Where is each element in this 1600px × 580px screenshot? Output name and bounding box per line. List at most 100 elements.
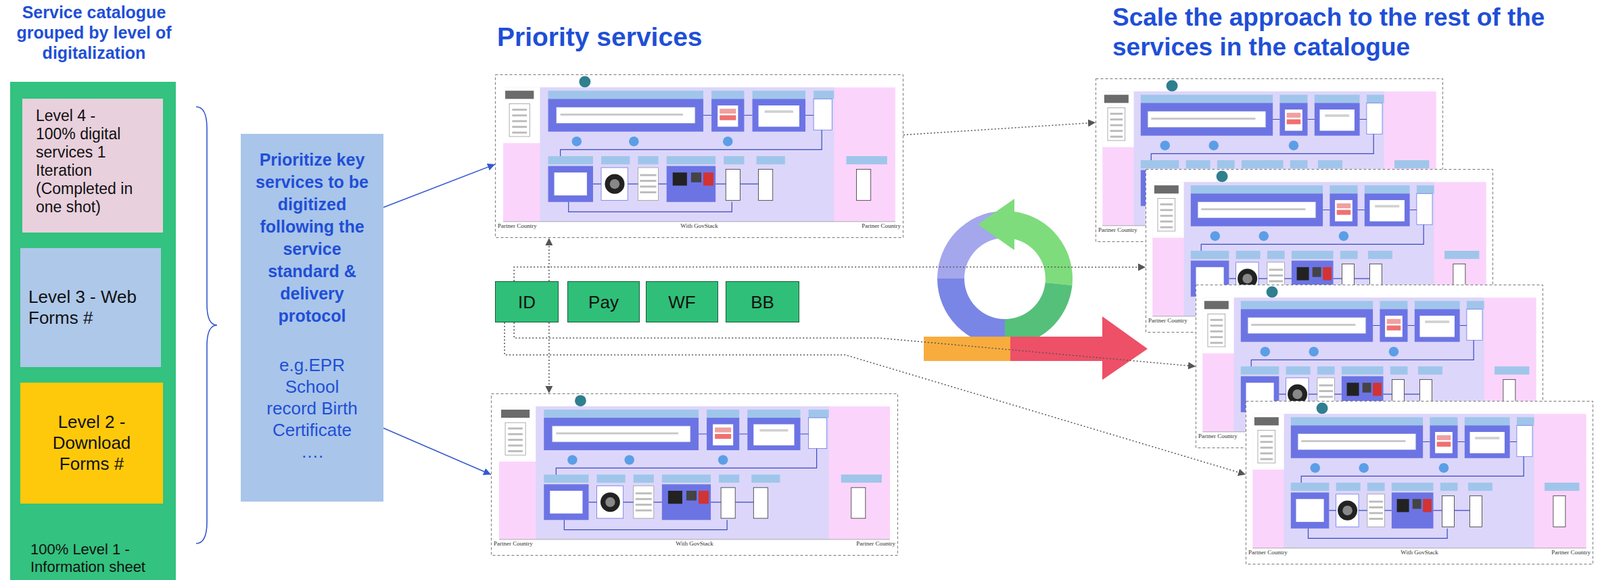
blueprint-shape — [1260, 446, 1274, 450]
blueprint-shape — [1150, 117, 1256, 120]
blueprint-shape — [601, 167, 628, 201]
level-box: Level 4 - 100% digital services 1 Iterat… — [22, 98, 163, 233]
blueprint-shape — [1314, 102, 1360, 136]
blueprint-shape — [1364, 185, 1410, 194]
blueprint-shape — [1197, 201, 1316, 218]
blueprint-shape — [1201, 208, 1306, 211]
blueprint-shape — [1297, 433, 1417, 450]
blueprint-shape — [1384, 315, 1403, 337]
blueprint-shape — [1110, 118, 1124, 121]
blueprint-shape — [851, 487, 866, 519]
blueprint-shape — [633, 486, 654, 519]
blueprint-shape — [1279, 94, 1308, 103]
box-text: Level 2 - Download Forms # — [20, 411, 163, 475]
service-blueprint: Partner CountryWith GovStackPartner Coun… — [495, 74, 904, 239]
blueprint-shape — [1297, 267, 1310, 280]
blueprint-shape — [1494, 366, 1529, 375]
blueprint-rule — [503, 221, 896, 222]
blueprint-shape — [1251, 323, 1356, 326]
blueprint-shape — [1474, 436, 1500, 440]
blueprint-shape — [1444, 250, 1479, 260]
blueprint-flow — [560, 115, 823, 157]
blueprint-shape — [1341, 366, 1384, 375]
blueprint-shape — [1429, 417, 1458, 426]
blueprint-shape — [698, 490, 709, 504]
box-text: Pay — [568, 292, 640, 313]
blueprint-shape — [1420, 315, 1455, 337]
section-heading: Scale the approach to the rest of the se… — [1112, 2, 1596, 63]
blueprint-dot — [1166, 79, 1179, 92]
footer-text: Partner Country — [493, 540, 533, 548]
blueprint-shape — [507, 444, 523, 447]
blueprint-frame — [495, 75, 904, 239]
blueprint-shape — [1279, 102, 1308, 136]
blueprint-shape — [813, 98, 832, 130]
blueprint-shape — [635, 509, 652, 512]
blueprint-shape — [719, 115, 736, 121]
blueprint-shape — [1329, 193, 1358, 226]
blueprint-shape — [1286, 112, 1302, 118]
cycle-arrowhead — [977, 198, 1015, 251]
blueprint-dot — [1216, 170, 1229, 182]
blueprint-shape — [1379, 300, 1408, 310]
blueprint-shape — [505, 422, 526, 456]
blueprint-illustration — [490, 393, 899, 556]
blueprint-shape — [1340, 250, 1358, 260]
blueprint-flow — [555, 434, 817, 475]
blueprint-shape — [1290, 160, 1308, 169]
blueprint-shape — [1160, 208, 1174, 211]
blueprint-shape — [1466, 309, 1483, 341]
blueprint-shape — [1336, 494, 1359, 527]
blueprint-shape — [551, 426, 691, 443]
blueprint-dot — [1242, 273, 1253, 285]
blueprint-shape — [507, 450, 523, 453]
blueprint-shape — [1318, 396, 1333, 399]
blueprint-dot — [605, 497, 615, 508]
blueprint-shape — [1210, 330, 1224, 333]
box-text: Prioritize key services to be digitized … — [240, 148, 384, 328]
blueprint-shape — [1160, 220, 1174, 223]
blueprint-shape — [1416, 185, 1435, 194]
blueprint-shape — [662, 484, 711, 521]
blueprint-shape — [511, 131, 527, 134]
blueprint-shape — [1147, 110, 1266, 128]
blueprint-shape — [747, 409, 800, 418]
box-text: e.g.EPR School record Birth Certificate … — [240, 354, 384, 463]
blueprint-dot — [604, 174, 625, 195]
blueprint-shape — [1110, 129, 1124, 132]
box-text: WF — [646, 292, 718, 313]
blueprint-shape — [1318, 390, 1333, 393]
building-block: ID — [495, 281, 559, 323]
blueprint-shape — [672, 172, 688, 186]
blueprint-shape — [752, 98, 807, 132]
blueprint-shape — [543, 417, 699, 451]
blueprint-shape — [1190, 250, 1230, 260]
building-block: Pay — [567, 281, 640, 323]
blueprint-shape — [764, 110, 794, 113]
footer-text: Partner Country — [1551, 549, 1591, 557]
blueprint-shape — [1260, 440, 1274, 443]
blueprint-shape — [1391, 482, 1434, 491]
blueprint-shape — [1368, 512, 1383, 515]
building-block: BB — [725, 281, 800, 323]
blueprint-shape — [556, 106, 696, 124]
blueprint-shape — [1318, 160, 1343, 169]
blueprint-shape — [548, 90, 704, 99]
blueprint-shape — [1391, 492, 1434, 529]
blueprint-shape — [1210, 336, 1224, 339]
blueprint-illustration — [495, 74, 904, 239]
blueprint-shape — [1364, 193, 1410, 226]
blueprint-shape — [543, 474, 589, 483]
dotted-connector — [903, 122, 1096, 135]
blueprint-shape — [1317, 366, 1335, 375]
box-text: 100% Level 1 - Information sheet — [30, 540, 166, 577]
blueprint-dot — [609, 179, 621, 190]
blueprint-shape — [1154, 185, 1179, 194]
blueprint-shape — [635, 492, 652, 495]
blueprint-shape — [711, 98, 744, 132]
blueprint-flow — [1201, 210, 1424, 252]
blueprint-shape — [1429, 425, 1458, 458]
blueprint-shape — [1397, 499, 1410, 512]
blueprint-shape — [706, 409, 740, 418]
blueprint-shape — [501, 409, 530, 418]
